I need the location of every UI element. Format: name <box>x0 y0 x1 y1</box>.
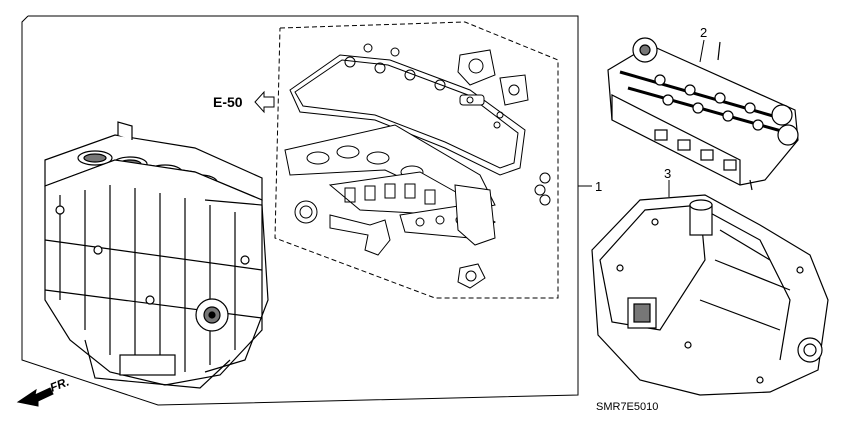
transmission-drawing <box>591 194 829 396</box>
callout-leaders <box>578 39 705 197</box>
cylinder-head-drawing <box>607 37 799 191</box>
callout-2: 2 <box>700 25 707 40</box>
callout-3: 3 <box>664 166 671 181</box>
reference-label: E-50 <box>213 94 243 110</box>
kit-boundary <box>21 15 579 406</box>
gasket-set-drawing <box>284 43 551 289</box>
engine-block-drawing <box>44 121 269 389</box>
front-direction-arrow-icon <box>16 387 54 407</box>
callout-1: 1 <box>595 179 602 194</box>
diagram-code: SMR7E5010 <box>596 401 658 413</box>
reference-arrow-icon <box>254 90 275 114</box>
gasket-set-boundary <box>274 21 559 299</box>
direction-label: FR. <box>48 375 71 395</box>
